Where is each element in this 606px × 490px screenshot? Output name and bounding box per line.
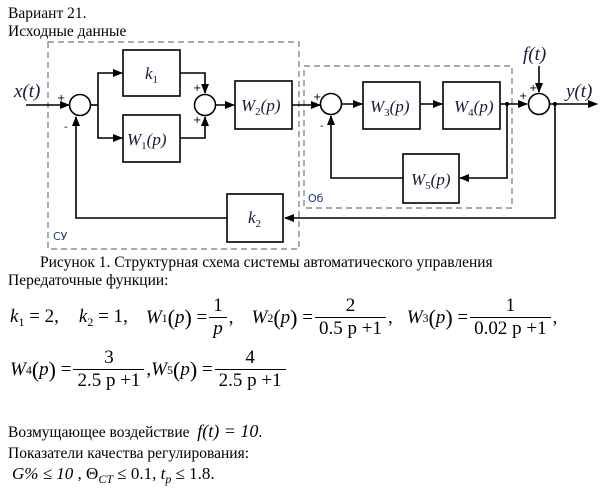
block-w5 — [402, 153, 460, 204]
block-w1 — [122, 114, 181, 163]
settling-time-spec: tp ≤ 1.8 — [160, 464, 211, 486]
variant-title: Вариант 21. — [8, 5, 87, 22]
line-inner-feedback-to-w5 — [459, 104, 508, 182]
block-w1-label: W1(p) — [127, 130, 167, 152]
quality-title: Показатели качества регулирования: — [8, 445, 250, 462]
output-signal-label: y(t) — [564, 81, 592, 102]
figure-caption: Рисунок 1. Структурная схема системы авт… — [40, 254, 493, 271]
sum3-minus-sign: - — [320, 121, 324, 132]
disturbance-expr: f(t) = 10 — [197, 421, 259, 441]
block-w5-label: W5(p) — [411, 170, 451, 192]
summing-junction-2 — [193, 93, 217, 117]
disturbance-signal-label: f(t) — [523, 44, 546, 65]
static-error-spec: ΘCT ≤ 0.1 — [86, 464, 153, 486]
overshoot-spec: G% ≤ 10 — [12, 464, 74, 483]
block-k2 — [226, 193, 284, 243]
summing-junction-4 — [527, 92, 551, 116]
plant-group-box — [303, 65, 513, 209]
transfer-functions-title: Передаточные функции: — [8, 272, 169, 289]
summing-junction-3 — [319, 92, 343, 116]
sum2-top-sign: + — [193, 83, 201, 94]
line-w1-to-sum2 — [180, 116, 209, 139]
block-w2-label: W2(p) — [241, 96, 281, 118]
quality-line: G% ≤ 10 , ΘCT ≤ 0.1, tp ≤ 1.8. — [12, 464, 215, 486]
block-w3 — [362, 81, 421, 130]
block-w3-label: W3(p) — [370, 97, 410, 119]
sum4-top-plus-sign: + — [529, 83, 537, 94]
block-k2-label: k2 — [248, 208, 261, 230]
eq-k1: k1 = 2, — [10, 306, 59, 329]
block-diagram: СУ Об x(t) + - k1 W1(p) + + W2(p) + - W3… — [13, 41, 598, 250]
eq-k2: k2 = 1, — [78, 306, 128, 329]
block-k1 — [122, 49, 181, 97]
block-k1-label: k1 — [145, 64, 158, 86]
sum1-plus-sign: + — [57, 93, 65, 104]
line-to-w1 — [97, 105, 123, 142]
line-k1-to-sum2 — [180, 72, 209, 94]
initial-data-heading: Исходные данные — [8, 23, 127, 40]
disturbance-label: Возмущающее воздействие — [8, 424, 190, 441]
controller-group-box — [47, 41, 300, 250]
sum3-plus-sign: + — [313, 92, 321, 103]
line-main-feedback-to-k2 — [284, 104, 556, 222]
plant-group-label: Об — [308, 192, 324, 205]
line-w5-to-sum3 — [327, 115, 403, 179]
input-signal-label: x(t) — [13, 81, 40, 102]
line-k2-to-sum1 — [72, 116, 227, 219]
block-w4 — [442, 81, 501, 130]
sum1-minus-sign: - — [64, 122, 68, 133]
line-to-k1 — [97, 69, 123, 105]
block-w4-label: W4(p) — [454, 97, 494, 119]
controller-group-label: СУ — [53, 230, 68, 243]
sum2-bottom-sign: + — [193, 115, 201, 126]
summing-junction-1 — [68, 93, 92, 117]
disturbance-line: Возмущающее воздействие f(t) = 10. — [8, 421, 263, 441]
sum4-plus-sign: + — [519, 91, 527, 102]
